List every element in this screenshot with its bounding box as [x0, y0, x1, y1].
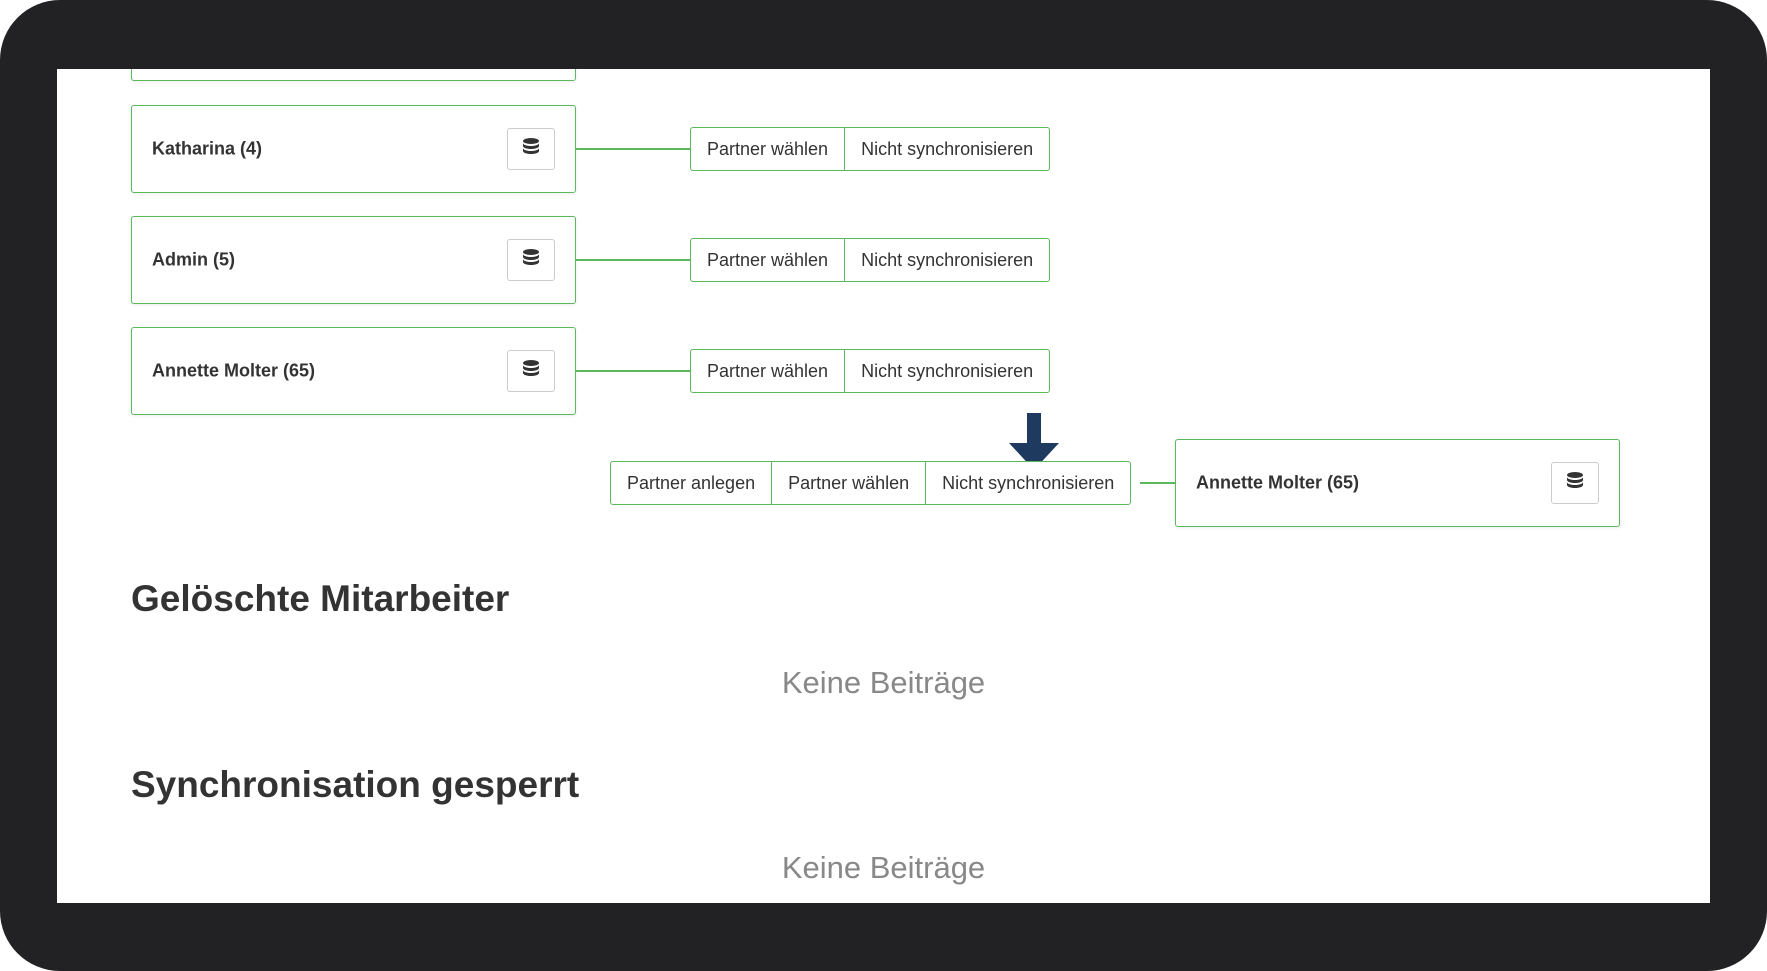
user-name: Admin (5): [152, 249, 235, 270]
database-button[interactable]: [1551, 462, 1599, 504]
create-partner-button[interactable]: Partner anlegen: [611, 462, 773, 504]
connector-line: [576, 370, 690, 372]
database-icon: [522, 137, 540, 162]
user-name: Annette Molter (65): [1196, 472, 1360, 493]
database-icon: [522, 359, 540, 384]
arrow-down-icon: [1009, 413, 1059, 476]
action-group: Partner wählen Nicht synchronisieren: [690, 349, 1051, 393]
user-card-admin: Admin (5): [131, 216, 576, 304]
empty-message: Keine Beiträge: [781, 850, 986, 885]
connector-line: [576, 148, 690, 150]
action-group: Partner wählen Nicht synchronisieren: [690, 238, 1051, 282]
user-name: Annette Molter (65): [152, 360, 316, 381]
connector-line: [1140, 482, 1175, 484]
action-group: Partner wählen Nicht synchronisieren: [690, 127, 1051, 171]
choose-partner-button[interactable]: Partner wählen: [691, 350, 846, 392]
remote-user-card: Annette Molter (65): [1175, 439, 1620, 527]
user-name: Katharina (4): [152, 138, 263, 159]
choose-partner-button[interactable]: Partner wählen: [691, 239, 846, 281]
user-card-partial: [131, 69, 576, 81]
user-card-annette: Annette Molter (65): [131, 327, 576, 415]
do-not-sync-button[interactable]: Nicht synchronisieren: [861, 249, 1034, 270]
empty-message: Keine Beiträge: [781, 665, 986, 700]
choose-partner-button[interactable]: Partner wählen: [691, 128, 846, 170]
choose-partner-button[interactable]: Partner wählen: [772, 462, 927, 504]
user-card-katharina: Katharina (4): [131, 105, 576, 193]
database-icon: [1566, 471, 1584, 496]
do-not-sync-button[interactable]: Nicht synchronisieren: [861, 360, 1034, 381]
database-button[interactable]: [507, 239, 555, 281]
do-not-sync-button[interactable]: Nicht synchronisieren: [861, 138, 1034, 159]
page-viewport: Katharina (4) Partner wählen Nicht synch…: [57, 69, 1710, 903]
database-button[interactable]: [507, 128, 555, 170]
section-title-sync-locked: Synchronisation gesperrt: [131, 764, 580, 805]
database-button[interactable]: [507, 350, 555, 392]
remote-action-group: Partner anlegen Partner wählen Nicht syn…: [610, 461, 1132, 505]
do-not-sync-button[interactable]: Nicht synchronisieren: [942, 472, 1115, 493]
connector-line: [576, 259, 690, 261]
section-title-deleted: Gelöschte Mitarbeiter: [131, 578, 510, 619]
database-icon: [522, 248, 540, 273]
